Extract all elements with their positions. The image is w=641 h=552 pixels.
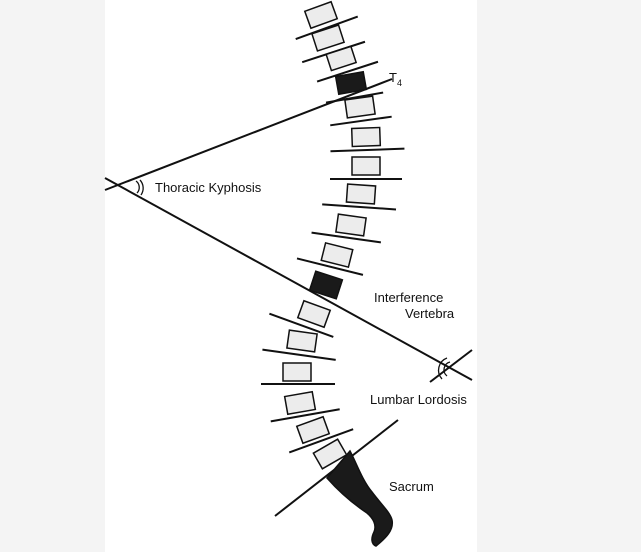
vertebra-2 [301,24,366,64]
interference-vertebra [308,270,344,300]
vertebra-12 [269,299,334,338]
vertebra-15 [270,390,340,423]
vertebra-5 [330,95,392,127]
kyphosis-upper-line [104,78,393,191]
vertebra-3 [316,45,379,83]
vertebra-1 [295,0,359,41]
interference-label-line1: Interference [374,290,443,305]
vertebra-7 [330,156,402,180]
t4-label: T4 [389,70,402,88]
interference-label-line2: Vertebra [405,306,455,321]
vertebra-10 [296,241,364,276]
vertebra-13 [262,329,336,361]
vertebra-16 [288,415,354,454]
t4-label-subscript: 4 [397,78,402,88]
vertebra-t4 [325,70,384,104]
vertebra-9 [311,213,382,244]
thoracic-kyphosis-label: Thoracic Kyphosis [155,180,262,195]
vertebra-6 [330,126,405,153]
vertebra-14 [261,362,335,385]
vertebra-17 [312,438,348,470]
sacrum-label: Sacrum [389,479,434,494]
lumbar-lordosis-label: Lumbar Lordosis [370,392,467,407]
lordosis-crossing-line [429,349,473,383]
lordosis-angle-arc-inner [443,361,451,377]
kyphosis-lower-line [104,177,473,381]
kyphosis-angle-arc-inner [135,180,140,194]
kyphosis-angle-arc-outer [139,179,144,196]
lordosis-angle-arc-outer [437,357,448,380]
vertebra-8 [322,183,397,211]
t4-label-main: T [389,70,397,85]
figure-panel [105,0,477,552]
sacrum-shape [326,449,394,547]
